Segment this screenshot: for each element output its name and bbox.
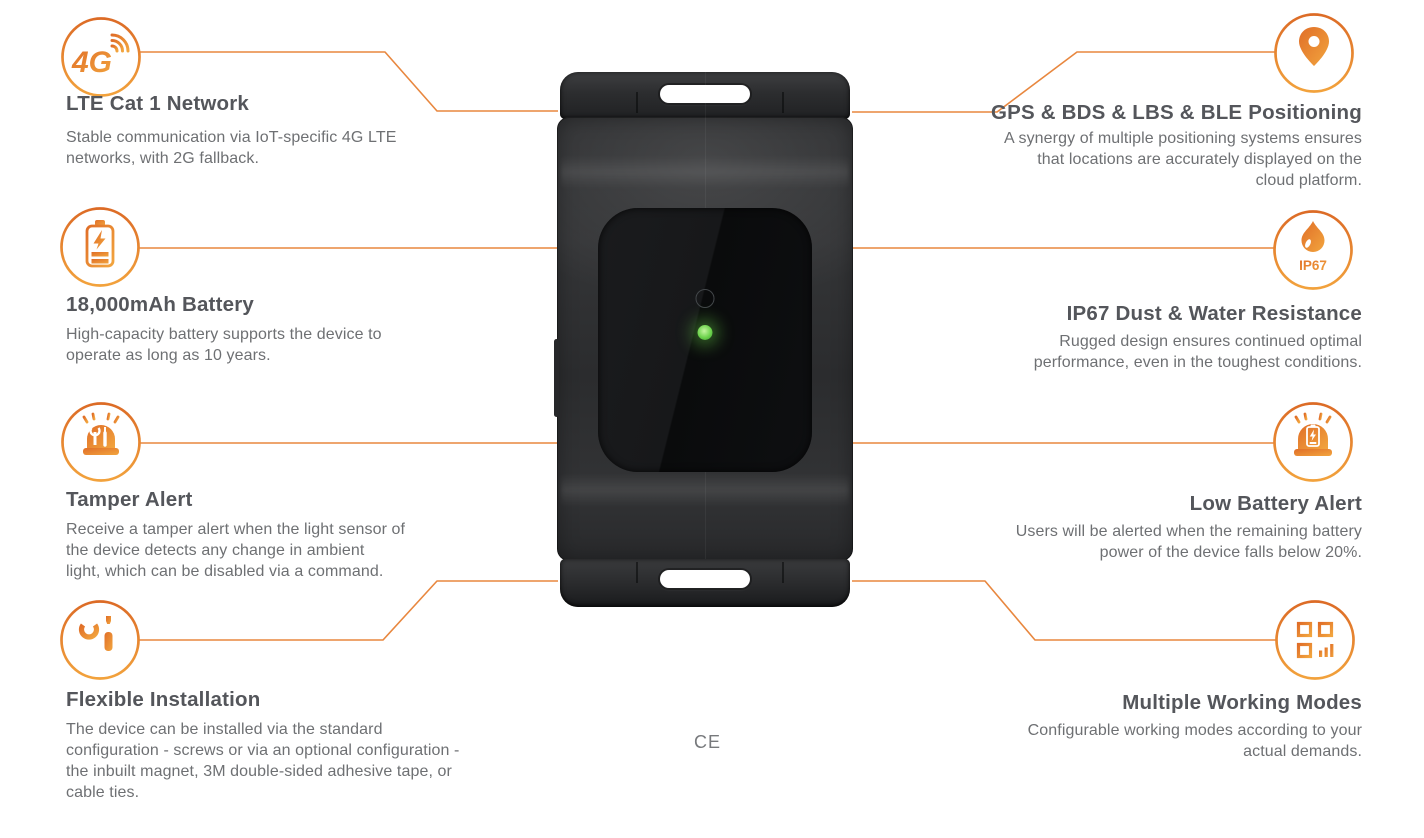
status-led (697, 325, 713, 340)
bottom-mounting-slot (660, 570, 750, 588)
device-body (554, 29, 853, 691)
feature-description: Users will be alerted when the remaining… (1015, 523, 1362, 561)
feature-description: Configurable working modes according to … (1027, 722, 1362, 760)
feature-description: Stable communication via IoT-specific 4G… (66, 129, 397, 167)
4g-label: 4G (71, 46, 112, 79)
feature-description: The device can be installed via the stan… (66, 721, 460, 801)
connector-line-lte (140, 51, 558, 112)
feature-title: Multiple Working Modes (1122, 691, 1362, 714)
bottom-mounting-bracket (560, 559, 850, 607)
ip67-label: IP67 (1299, 258, 1327, 273)
feature-description: High-capacity battery supports the devic… (66, 326, 382, 364)
feature-title: LTE Cat 1 Network (66, 92, 249, 115)
feature-title: Low Battery Alert (1189, 492, 1362, 515)
connector-line-installation (139, 580, 558, 641)
feature-description: Receive a tamper alert when the light se… (66, 521, 406, 580)
feature-title: 18,000mAh Battery (66, 293, 254, 316)
feature-description: Rugged design ensures continued optimal … (1033, 333, 1362, 371)
feature-title: Flexible Installation (66, 688, 261, 711)
feature-title: Tamper Alert (66, 488, 193, 511)
water-drop-icon: IP67 (1273, 210, 1353, 290)
body-sheen (561, 473, 849, 507)
working-modes-icon (1275, 600, 1355, 680)
bracket-notch (782, 562, 784, 583)
ce-mark: CE (694, 732, 722, 752)
tools-icon (60, 600, 140, 680)
bracket-notch (636, 92, 638, 113)
low-battery-alert-icon (1273, 402, 1353, 482)
battery-icon (60, 207, 140, 287)
connector-line-modes (852, 580, 1276, 641)
alert-rays (1294, 411, 1332, 424)
bracket-notch (782, 92, 784, 113)
top-mounting-bracket (560, 72, 850, 119)
gps-tracker-device (554, 29, 853, 691)
tamper-alert-icon (61, 402, 141, 482)
feature-description: A synergy of multiple positioning system… (1004, 130, 1362, 189)
glossy-front-panel (598, 208, 812, 472)
bracket-notch (636, 562, 638, 583)
feature-title: IP67 Dust & Water Resistance (1066, 302, 1362, 325)
location-pin-icon (1274, 13, 1354, 93)
signal-waves-icon (110, 33, 130, 53)
side-notch (554, 339, 559, 417)
alert-rays (82, 411, 120, 424)
feature-title: GPS & BDS & LBS & BLE Positioning (990, 101, 1362, 124)
light-sensor (695, 289, 715, 308)
4g-network-icon: 4G (61, 17, 141, 97)
body-sheen (561, 155, 849, 189)
top-mounting-slot (660, 85, 750, 103)
connector-line-positioning (852, 51, 1275, 113)
